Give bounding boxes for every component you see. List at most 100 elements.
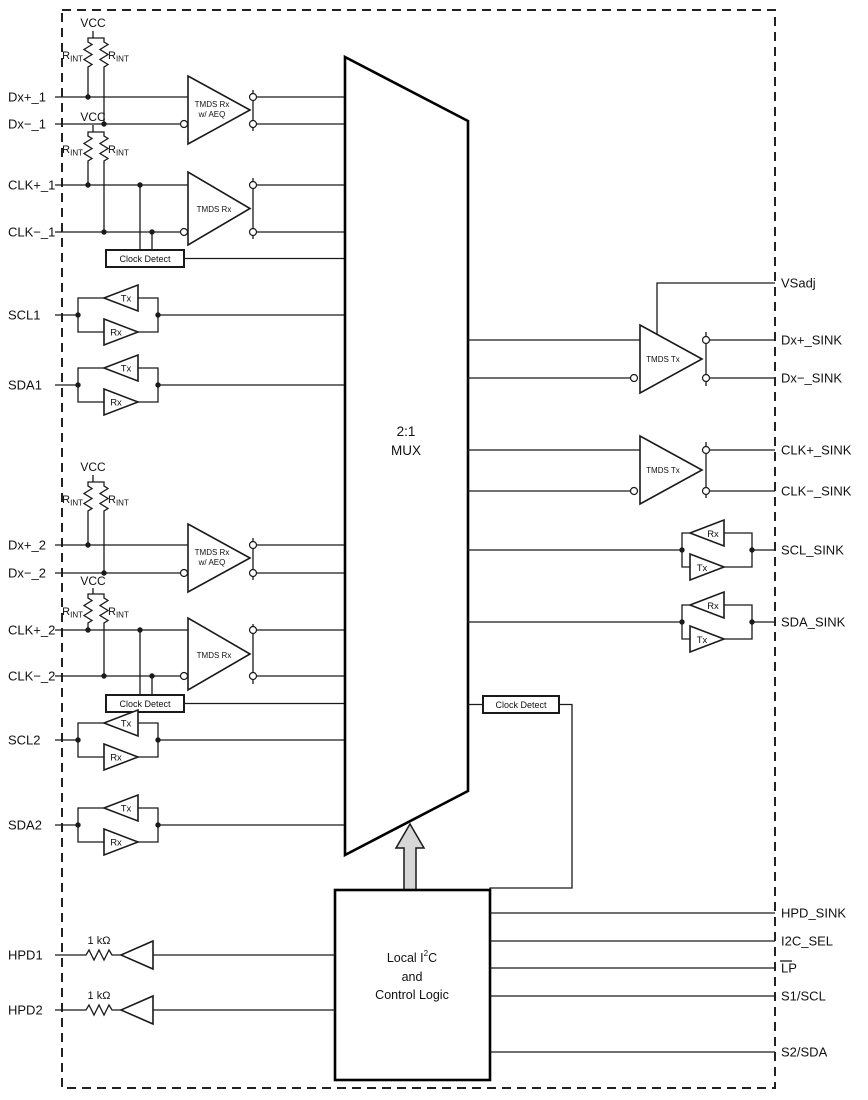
clock-detect-box <box>105 694 185 713</box>
aeq-label: w/ AEQ <box>198 558 226 567</box>
junction-dot <box>679 619 685 625</box>
output-bubble <box>248 625 258 635</box>
pin-label-sda2: SDA2 <box>8 818 42 833</box>
pin-label-clk-plus-1: CLK+_1 <box>8 178 55 193</box>
pullup-resistor <box>98 134 110 164</box>
hpd2-driver: 1 kΩ <box>55 990 335 1026</box>
junction-dot <box>101 229 107 235</box>
tmds-rx-amp <box>187 522 252 594</box>
package-boundary <box>61 9 776 1089</box>
channel2-scl-buffer: Tx Rx <box>55 708 345 772</box>
vcc-label: VCC <box>80 110 106 124</box>
tx-buffer <box>101 708 139 738</box>
wires <box>55 514 345 580</box>
channel2-sda-buffer: Tx Rx <box>55 793 345 857</box>
pin-label-lp: LP <box>781 961 797 976</box>
output-bubble <box>248 227 258 237</box>
rx-buffer <box>103 742 141 772</box>
vcc-label: VCC <box>80 574 106 588</box>
junction-dot <box>101 570 107 576</box>
pin-label-s2-sda: S2/SDA <box>781 1045 828 1060</box>
tx-label: Tx <box>121 294 132 305</box>
pin-label-clk-minus-2: CLK−_2 <box>8 669 55 684</box>
pullup-resistor <box>98 40 110 70</box>
vcc-rail <box>87 588 105 596</box>
mux-shape <box>343 54 470 858</box>
inverter-bubble <box>179 227 189 237</box>
output-bubble <box>248 180 258 190</box>
pin-label-dx-minus-1: Dx−_1 <box>8 117 46 132</box>
output-bubble <box>248 119 258 129</box>
tx-buffer <box>101 353 139 383</box>
vcc-rail <box>87 31 105 40</box>
channel2-dx-input: VCC RINT RINT TMDS Rx w/ AEQ <box>55 460 345 594</box>
rx-buffer <box>103 827 141 857</box>
clock-detect-label: Clock Detect <box>119 699 171 709</box>
pin-label-scl2: SCL2 <box>8 733 41 748</box>
junction-dot <box>155 312 161 318</box>
rx-buffer <box>687 590 725 620</box>
pullup-resistor <box>82 134 94 164</box>
control-to-mux-arrow <box>394 822 426 891</box>
pin-label-dx-minus-2: Dx−_2 <box>8 566 46 581</box>
pin-label-dx-plus-2: Dx+_2 <box>8 538 46 553</box>
tmds-rx-amp <box>187 616 252 692</box>
pin-label-s1-scl: S1/SCL <box>781 989 826 1004</box>
junction-dot <box>155 737 161 743</box>
channel1-scl-buffer: Tx Rx <box>55 283 345 347</box>
pin-label-clk-minus-1: CLK−_1 <box>8 225 55 240</box>
tx-label: Tx <box>121 719 132 730</box>
rint-label: RINT <box>108 606 129 620</box>
resistor-value-label: 1 kΩ <box>88 935 111 947</box>
tmds-tx-dx-output: TMDS Tx <box>468 282 775 395</box>
junction-dot <box>85 94 91 100</box>
junction-dot <box>101 673 107 679</box>
pin-label-clk-plus-2: CLK+_2 <box>8 623 55 638</box>
output-bubble <box>248 92 258 102</box>
inverter-bubble <box>179 119 189 129</box>
tmds-rx-label: TMDS Rx <box>195 100 230 109</box>
rx-buffer <box>103 387 141 417</box>
control-logic-label-line1: Local I2C <box>387 949 437 965</box>
pin-label-clk-plus-sink: CLK+_SINK <box>781 443 852 458</box>
output-bubble <box>248 671 258 681</box>
tmds-rx-amp <box>187 74 252 146</box>
inverter-bubble <box>179 671 189 681</box>
clock-detect-label: Clock Detect <box>495 700 547 710</box>
wires <box>55 722 345 758</box>
vcc-rail <box>87 125 105 134</box>
tmds-rx-label: TMDS Rx <box>195 548 230 557</box>
inverter-bubble <box>629 373 639 383</box>
tx-label: Tx <box>121 364 132 375</box>
wires <box>468 442 775 498</box>
wires <box>468 532 775 568</box>
channel1-sda-buffer: Tx Rx <box>55 353 345 417</box>
tx-label: Tx <box>697 635 708 646</box>
rx-label: Rx <box>110 398 122 409</box>
rint-label: RINT <box>108 50 129 64</box>
right-pin-labels: VSadj Dx+_SINK Dx−_SINK CLK+_SINK CLK−_S… <box>780 276 852 1060</box>
wires <box>55 164 345 260</box>
pin-label-vsadj: VSadj <box>781 276 816 291</box>
output-bubble <box>701 445 711 455</box>
junction-dot <box>137 182 143 188</box>
clock-detect-mux: Clock Detect <box>468 695 573 890</box>
left-pin-labels: Dx+_1 Dx−_1 CLK+_1 CLK−_1 SCL1 SDA1 Dx+_… <box>8 90 55 1018</box>
clock-detect-label: Clock Detect <box>119 254 171 264</box>
hpd1-driver: 1 kΩ <box>55 935 335 971</box>
junction-dot <box>75 382 81 388</box>
wires <box>55 948 335 962</box>
pin-label-hpd-sink: HPD_SINK <box>781 906 846 921</box>
clock-detect-box <box>482 695 560 714</box>
junction-dot <box>155 822 161 828</box>
scl-sink-buffer: Rx Tx <box>468 518 775 582</box>
pin-label-i2c-sel: I2C_SEL <box>781 934 833 949</box>
rx-label: Rx <box>110 838 122 849</box>
pin-label-dx-plus-sink: Dx+_SINK <box>781 333 842 348</box>
pin-label-dx-minus-sink: Dx−_SINK <box>781 371 842 386</box>
vcc-rail <box>87 475 105 484</box>
rx-label: Rx <box>110 753 122 764</box>
junction-dot <box>749 619 755 625</box>
tx-buffer <box>101 283 139 313</box>
pullup-resistor <box>98 484 110 514</box>
